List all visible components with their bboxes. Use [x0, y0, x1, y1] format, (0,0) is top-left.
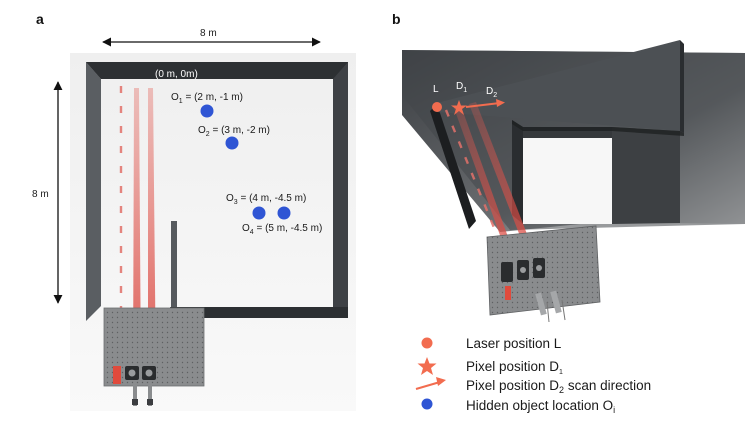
box-right-wall [612, 127, 680, 224]
laser-position-marker [432, 102, 442, 112]
object-o3-marker [252, 206, 266, 220]
height-dimension-label: 8 m [32, 189, 49, 200]
legend-pixel-d1-text: Pixel position D [466, 359, 559, 374]
panel-a-letter: a [36, 11, 44, 27]
wall-top-edge [86, 62, 348, 79]
legend-item-laser: Laser position L [421, 336, 562, 351]
panel-b: b L D1 D2 [392, 11, 745, 323]
legend-item-hidden-object: Hidden object location Oi [421, 398, 615, 415]
object-o2-label: O2 = (3 m, -2 m) [198, 125, 270, 138]
legend-laser-text: Laser position L [466, 336, 562, 351]
beam-b-2 [469, 102, 537, 262]
svg-text:Hidden object location Oi: Hidden object location Oi [466, 398, 615, 415]
svg-text:Pixel position D1: Pixel position D1 [466, 359, 563, 376]
box-back-wall [433, 40, 680, 131]
object-o4-marker [277, 206, 291, 220]
wall-bottom-edge [170, 307, 348, 318]
legend-laser-icon [421, 337, 433, 349]
svg-text:Pixel position D2 scan directi: Pixel position D2 scan direction [466, 378, 651, 395]
equipment-cluster [113, 366, 156, 406]
beam-b-1 [454, 106, 517, 263]
legend-arrow-icon [415, 381, 441, 390]
occluder-wall [86, 62, 101, 321]
legend-pixel-d2-text: Pixel position D [466, 378, 559, 393]
object-o3-label: O3 = (4 m, -4.5 m) [226, 193, 306, 206]
scan-direction-line [465, 102, 501, 108]
legend: Laser position L Pixel position D1 Pixel… [415, 336, 651, 415]
laser-label: L [433, 84, 439, 95]
inner-divider-wall [171, 221, 177, 307]
legend-object-icon [421, 398, 433, 410]
legend-item-pixel-d1: Pixel position D1 [417, 357, 563, 376]
svg-text:Laser position L: Laser position L [466, 336, 562, 351]
origin-label: (0 m, 0m) [155, 69, 198, 80]
object-o1-label: O1 = (2 m, -1 m) [171, 92, 243, 105]
occluder-wall-b [430, 104, 476, 229]
laser-dashed-track-b [444, 109, 501, 241]
pixel-d1-star [451, 100, 467, 115]
legend-object-text: Hidden object location O [466, 398, 613, 413]
object-o1-marker [200, 104, 214, 118]
object-o2-marker [225, 136, 239, 150]
d1-label: D1 [456, 81, 467, 94]
d2-label: D2 [486, 86, 497, 99]
box-inner-wall-edge [512, 120, 523, 224]
box-inner-floor [523, 138, 612, 224]
object-o4-label: O4 = (5 m, -4.5 m) [242, 223, 322, 236]
panel-b-letter: b [392, 11, 401, 27]
width-dimension-label: 8 m [200, 28, 217, 39]
panel-a: a 8 m 8 m (0 m, 0m) O1 = (2 m, -1 m) O2 … [32, 11, 356, 411]
equipment-cluster-b [501, 258, 566, 323]
legend-star-icon [417, 357, 437, 375]
scan-direction-arrowhead [496, 99, 505, 107]
legend-item-pixel-d2: Pixel position D2 scan direction [415, 377, 651, 395]
